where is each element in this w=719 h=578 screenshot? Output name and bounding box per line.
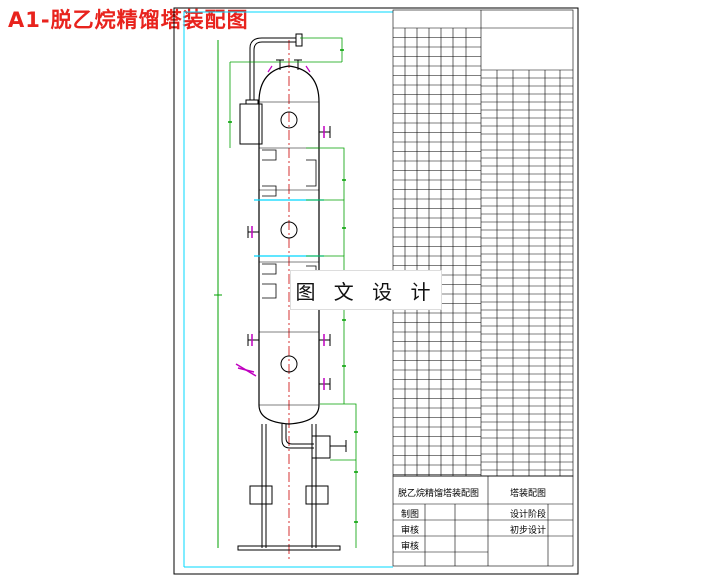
design-stage-value: 初步设计 bbox=[510, 526, 547, 536]
row-label-review-2: 审核 bbox=[401, 542, 420, 552]
design-stage-label: 设计阶段 bbox=[510, 510, 547, 520]
top-nozzles bbox=[276, 59, 302, 70]
row-label-review-1: 审核 bbox=[401, 526, 420, 536]
sheet-border bbox=[173, 7, 579, 575]
nozzle-flanges-magenta bbox=[235, 126, 325, 390]
manholes bbox=[280, 111, 298, 373]
drawing-name: 脱乙烷精馏塔装配图 bbox=[398, 489, 480, 499]
top-nozzle-marks bbox=[267, 65, 311, 73]
overhead-pipe bbox=[239, 33, 303, 145]
cyan-frame bbox=[183, 11, 393, 567]
parts-table bbox=[392, 9, 574, 477]
support-legs bbox=[237, 424, 341, 551]
row-label-drawn: 制图 bbox=[401, 510, 420, 520]
drawing-type: 塔装配图 bbox=[510, 489, 547, 499]
bottom-outlet bbox=[281, 424, 347, 459]
title-block bbox=[392, 475, 574, 567]
watermark: 图 文 设 计 bbox=[290, 270, 442, 310]
